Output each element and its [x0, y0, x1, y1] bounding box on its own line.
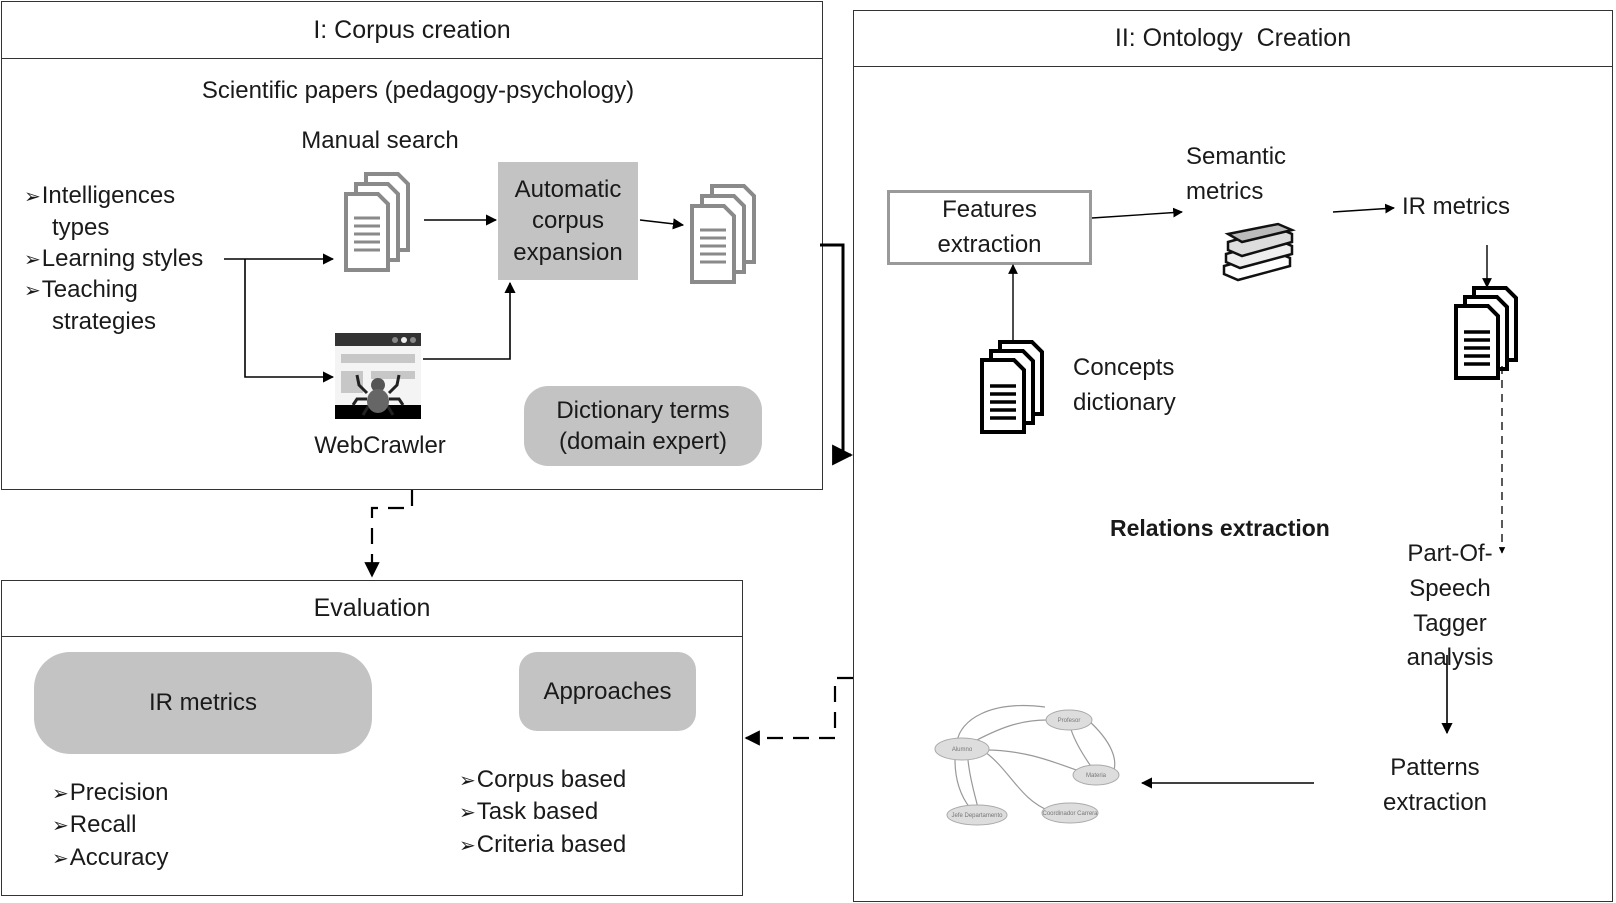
ir-metrics-label: IR metrics: [1402, 193, 1510, 220]
patterns-extraction-label: Patterns extraction: [1365, 751, 1505, 821]
arrow-corpus-to-evaluation: [364, 490, 414, 578]
arrow-ontology-to-evaluation: [744, 676, 853, 746]
scientific-papers-label: Scientific papers (pedagogy-psychology): [201, 77, 635, 104]
pos-tagger-line: Part-Of-: [1407, 540, 1493, 567]
ontology-creation-title: II: Ontology Creation: [854, 11, 1612, 67]
pos-tagger-line: analysis: [1406, 644, 1494, 672]
features-extraction-line: Features: [942, 195, 1037, 223]
ontology-creation-title-text: II: Ontology Creation: [1114, 24, 1352, 52]
approach-text: Criteria based: [476, 831, 627, 858]
concepts-dictionary-line: Concepts: [1073, 354, 1175, 381]
ir-metric-item: Recall: [52, 809, 137, 840]
dictionary-terms-line: (domain expert): [558, 428, 728, 455]
patterns-extraction-line: extraction: [1382, 788, 1488, 816]
topic-item-cont: types: [52, 214, 110, 241]
semantic-metrics-line: Semantic: [1186, 143, 1287, 170]
topic-item: Teaching: [24, 274, 138, 305]
auto-expansion-line: corpus: [531, 207, 605, 235]
auto-expansion-line: expansion: [513, 238, 623, 266]
pos-tagger-line: Speech: [1409, 574, 1491, 602]
dictionary-terms-line: Dictionary terms: [556, 396, 730, 424]
features-extraction-box: Features extraction: [887, 190, 1092, 265]
approach-text: Task based: [476, 798, 599, 825]
manual-search-label: Manual search: [301, 127, 459, 154]
patterns-extraction-line: Patterns: [1390, 754, 1480, 781]
eval-ir-metrics-box: IR metrics: [34, 652, 372, 754]
pos-tagger-label: Part-Of- Speech Tagger analysis: [1390, 537, 1510, 676]
corpus-creation-title-text: I: Corpus creation: [313, 15, 511, 44]
concepts-dictionary-label: Concepts dictionary: [1073, 351, 1176, 421]
approach-text: Corpus based: [476, 766, 627, 793]
ir-metric-text: Precision: [69, 779, 169, 806]
approaches-box: Approaches: [519, 652, 696, 731]
dictionary-terms-box: Dictionary terms (domain expert): [524, 386, 762, 466]
topic-text: Learning styles: [41, 245, 204, 272]
ir-metric-text: Recall: [69, 811, 137, 838]
semantic-metrics-label: Semantic metrics: [1186, 140, 1286, 210]
evaluation-title: Evaluation: [2, 581, 742, 637]
auto-expansion-line: Automatic: [514, 176, 622, 204]
topic-item: Intelligences: [24, 180, 175, 211]
ir-metric-text: Accuracy: [69, 844, 169, 871]
webcrawler-label: WebCrawler: [314, 432, 446, 459]
approach-item: Criteria based: [459, 829, 626, 860]
approach-item: Task based: [459, 796, 598, 827]
concepts-dictionary-line: dictionary: [1073, 388, 1176, 416]
automatic-corpus-expansion-box: Automatic corpus expansion: [498, 162, 638, 280]
evaluation-title-text: Evaluation: [313, 594, 431, 622]
corpus-creation-title: I: Corpus creation: [2, 2, 822, 59]
ir-metric-item: Accuracy: [52, 842, 169, 873]
topic-item: Learning styles: [24, 243, 203, 274]
semantic-metrics-line: metrics: [1186, 177, 1264, 205]
pos-tagger-line: Tagger: [1413, 609, 1487, 637]
approaches-text: Approaches: [543, 677, 672, 705]
features-extraction-line: extraction: [937, 230, 1042, 258]
topic-text: Teaching: [41, 276, 138, 303]
relations-extraction-label: Relations extraction: [1110, 515, 1330, 541]
ir-metric-item: Precision: [52, 777, 169, 808]
arrow-corpus-to-ontology: [820, 243, 854, 466]
topic-text: Intelligences: [41, 182, 176, 209]
topic-item-cont: strategies: [52, 308, 157, 335]
eval-ir-metrics-text: IR metrics: [149, 689, 257, 717]
approach-item: Corpus based: [459, 764, 626, 795]
